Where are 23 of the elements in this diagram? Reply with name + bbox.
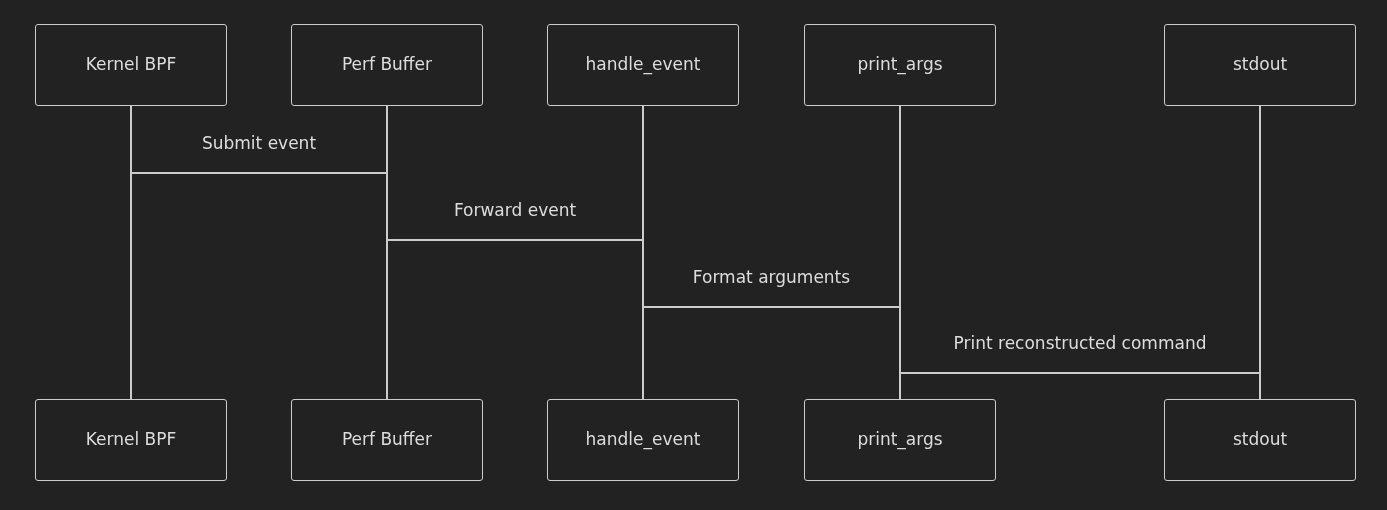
edge-label: Forward event (452, 200, 578, 220)
participant-box: print_args (804, 24, 996, 106)
message-line (131, 172, 387, 174)
message-line (643, 306, 900, 308)
participant-box: Kernel BPF (35, 24, 227, 106)
participant-box: handle_event (547, 24, 739, 106)
participant-box: Perf Buffer (291, 399, 483, 481)
lifeline (386, 106, 388, 399)
lifeline (899, 106, 901, 399)
edge-label: Format arguments (691, 267, 852, 287)
participant-box: stdout (1164, 399, 1356, 481)
participant-box: stdout (1164, 24, 1356, 106)
edge-label: Submit event (200, 133, 318, 153)
participant-box: handle_event (547, 399, 739, 481)
lifeline (130, 106, 132, 399)
participant-box: print_args (804, 399, 996, 481)
lifeline (1259, 106, 1261, 399)
message-line (900, 372, 1260, 374)
message-line (387, 239, 643, 241)
participant-box: Kernel BPF (35, 399, 227, 481)
participant-box: Perf Buffer (291, 24, 483, 106)
edge-label: Print reconstructed command (952, 333, 1208, 353)
lifeline (642, 106, 644, 399)
